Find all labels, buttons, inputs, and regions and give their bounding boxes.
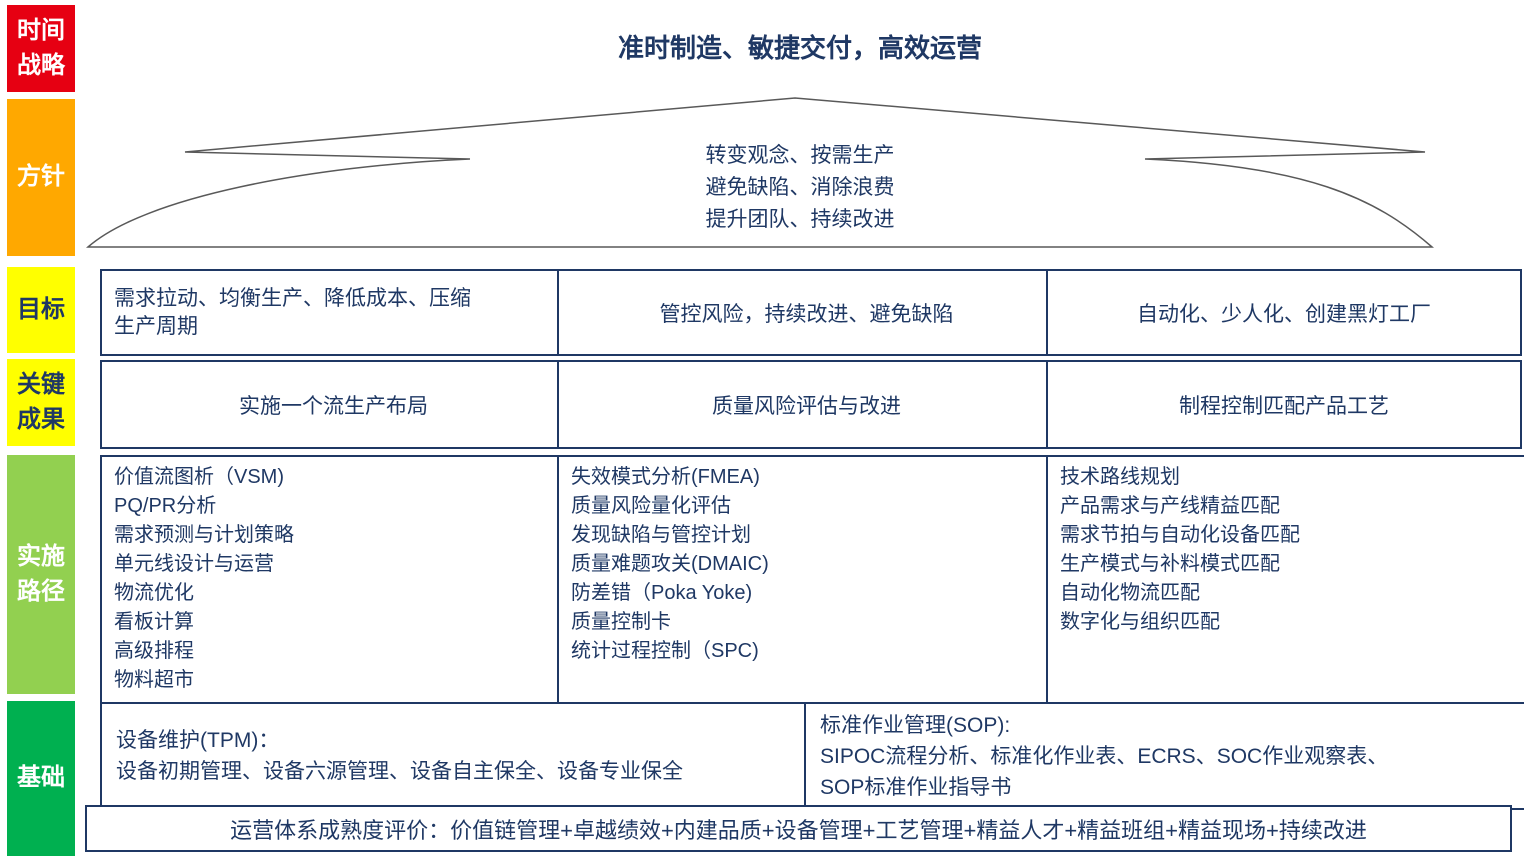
sop-body: SIPOC流程分析、标准化作业表、ECRS、SOC作业观察表、 SOP标准作业指… bbox=[820, 744, 1389, 799]
impl-item: 产品需求与产线精益匹配 bbox=[1060, 495, 1280, 517]
impl-item: 失效模式分析(FMEA) bbox=[571, 466, 760, 488]
side-label-goals: 目标 bbox=[7, 267, 75, 353]
goal-box-lean: 需求拉动、均衡生产、降低成本、压缩 生产周期 bbox=[100, 269, 575, 356]
tpm-title: 设备维护(TPM)： bbox=[116, 728, 280, 752]
goal-box-quality: 管控风险，持续改进、避免缺陷 bbox=[557, 269, 1056, 356]
maturity-bar: 运营体系成熟度评价：价值链管理+卓越绩效+内建品质+设备管理+工艺管理+精益人才… bbox=[85, 805, 1512, 852]
policy-line-1: 转变观念、按需生产 bbox=[705, 144, 895, 167]
impl-item: 需求节拍与自动化设备匹配 bbox=[1060, 524, 1300, 546]
side-label-policy: 方针 bbox=[7, 99, 75, 256]
impl-item: 数字化与组织匹配 bbox=[1060, 611, 1220, 633]
sop-title: 标准作业管理(SOP): bbox=[820, 713, 1011, 737]
side-label-foundation: 基础 bbox=[7, 701, 75, 856]
impl-item: 物流优化 bbox=[114, 582, 194, 604]
impl-item: 看板计算 bbox=[114, 611, 194, 633]
policy-line-2: 避免缺陷、消除浪费 bbox=[705, 176, 895, 199]
impl-item: 单元线设计与运营 bbox=[114, 553, 274, 575]
impl-item: PQ/PR分析 bbox=[114, 495, 217, 517]
impl-box-automation: 技术路线规划 产品需求与产线精益匹配 需求节拍与自动化设备匹配 生产模式与补料模… bbox=[1046, 455, 1524, 709]
impl-item: 质量风险量化评估 bbox=[571, 495, 731, 517]
impl-item: 质量控制卡 bbox=[571, 611, 671, 633]
impl-item: 物料超市 bbox=[114, 669, 194, 691]
policy-lines: 转变观念、按需生产 避免缺陷、消除浪费 提升团队、持续改进 bbox=[85, 140, 1515, 236]
impl-item: 自动化物流匹配 bbox=[1060, 582, 1200, 604]
tpm-body: 设备初期管理、设备六源管理、设备自主保全、设备专业保全 bbox=[116, 759, 683, 783]
impl-item: 生产模式与补料模式匹配 bbox=[1060, 553, 1280, 575]
impl-item: 价值流图析（VSM) bbox=[114, 466, 284, 488]
side-label-time-strategy: 时间 战略 bbox=[7, 5, 75, 92]
impl-item: 发现缺陷与管控计划 bbox=[571, 524, 751, 546]
impl-item: 需求预测与计划策略 bbox=[114, 524, 294, 546]
impl-box-quality: 失效模式分析(FMEA) 质量风险量化评估 发现缺陷与管控计划 质量难题攻关(D… bbox=[557, 455, 1064, 709]
side-label-implementation: 实施 路径 bbox=[7, 455, 75, 694]
roof-outline bbox=[86, 97, 1434, 248]
impl-item: 统计过程控制（SPC) bbox=[571, 640, 759, 662]
impl-box-lean: 价值流图析（VSM) PQ/PR分析 需求预测与计划策略 单元线设计与运营 物流… bbox=[100, 455, 575, 709]
sop-box: 标准作业管理(SOP): SIPOC流程分析、标准化作业表、ECRS、SOC作业… bbox=[804, 702, 1524, 810]
goal-box-automation: 自动化、少人化、创建黑灯工厂 bbox=[1046, 269, 1522, 356]
impl-item: 防差错（Poka Yoke) bbox=[571, 582, 753, 604]
key-result-box-lean: 实施一个流生产布局 bbox=[100, 360, 567, 449]
key-result-box-quality: 质量风险评估与改进 bbox=[557, 360, 1056, 449]
page-title: 准时制造、敏捷交付，高效运营 bbox=[617, 33, 982, 63]
roof-path bbox=[86, 97, 1434, 248]
tpm-box: 设备维护(TPM)： 设备初期管理、设备六源管理、设备自主保全、设备专业保全 bbox=[100, 702, 828, 809]
impl-item: 技术路线规划 bbox=[1060, 466, 1180, 488]
impl-item: 质量难题攻关(DMAIC) bbox=[571, 553, 769, 575]
key-result-box-automation: 制程控制匹配产品工艺 bbox=[1046, 360, 1522, 449]
impl-item: 高级排程 bbox=[114, 640, 194, 662]
policy-line-3: 提升团队、持续改进 bbox=[705, 208, 895, 231]
side-label-key-results: 关键 成果 bbox=[7, 359, 75, 446]
